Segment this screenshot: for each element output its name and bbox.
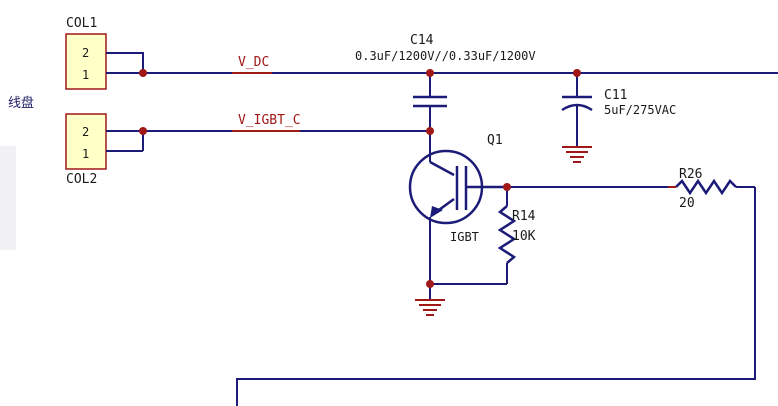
- ground-symbol-c11: [562, 146, 592, 163]
- connector-col1-pin-wires: [106, 52, 144, 74]
- junction-dot-c11-top: [573, 69, 581, 77]
- connector-col2-pin-wires: [106, 130, 144, 152]
- resistor-r26[interactable]: [668, 178, 755, 196]
- resistor-r14-ref: R14: [512, 209, 536, 224]
- capacitor-c11-ref: C11: [604, 88, 627, 103]
- capacitor-c14-value: 0.3uF/1200V//0.33uF/1200V: [355, 49, 536, 63]
- wire-r26-return: [236, 187, 756, 406]
- capacitor-c14-ref: C14: [410, 33, 434, 48]
- junction-dot-col1: [139, 69, 147, 77]
- connector-col1-pin2: 2: [82, 46, 89, 60]
- junction-dot-c14-top: [426, 69, 434, 77]
- connector-col1[interactable]: COL1 2 1: [65, 16, 107, 90]
- capacitor-c11-value: 5uF/275VAC: [604, 103, 676, 117]
- transistor-q1-type: IGBT: [450, 230, 479, 244]
- resistor-r26-value: 20: [679, 196, 695, 211]
- transistor-q1-igbt[interactable]: [408, 149, 507, 225]
- junction-dot-col2: [139, 127, 147, 135]
- capacitor-c14[interactable]: [413, 73, 447, 131]
- coil-side-label: 线盘: [8, 95, 34, 111]
- resistor-r26-ref: R26: [679, 167, 702, 182]
- ground-symbol-emitter: [415, 299, 445, 316]
- junction-dot-emitter: [426, 280, 434, 288]
- connector-col2-ref: COL2: [66, 172, 97, 187]
- connector-col2[interactable]: 2 1 COL2: [65, 113, 107, 187]
- left-side-panel: [0, 146, 16, 250]
- net-label-vigbt: V_IGBT_C: [238, 113, 301, 128]
- capacitor-c11[interactable]: [561, 73, 593, 147]
- connector-col2-pin2: 2: [82, 125, 89, 139]
- connector-col2-pin1: 1: [82, 147, 89, 161]
- junction-dot-gate: [503, 183, 511, 191]
- resistor-r14-value: 10K: [512, 229, 536, 244]
- net-label-vdc: V_DC: [238, 55, 269, 70]
- connector-col1-pin1: 1: [82, 68, 89, 82]
- transistor-q1-ref: Q1: [487, 133, 503, 148]
- connector-col1-ref: COL1: [66, 16, 97, 31]
- junction-dot-collector: [426, 127, 434, 135]
